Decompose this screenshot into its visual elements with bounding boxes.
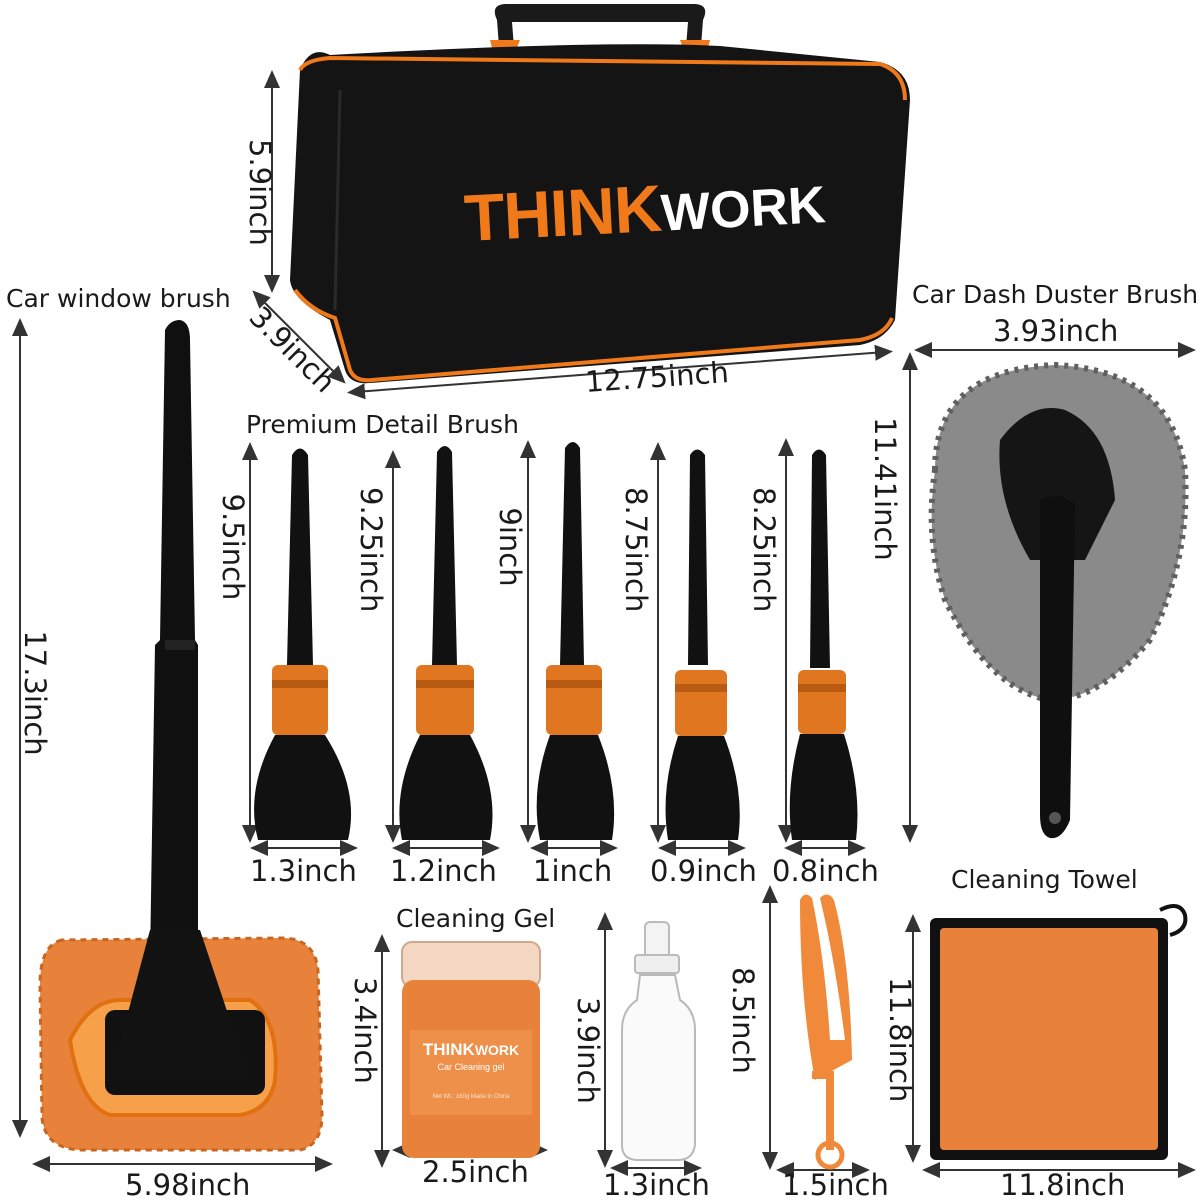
label-cleaning-gel: Cleaning Gel: [396, 904, 556, 933]
gel-jar-brand: THINKWORK: [408, 1040, 534, 1060]
dim-window-brush-height: 17.3inch: [18, 630, 52, 756]
window-brush: [38, 320, 324, 1152]
cleaning-towel: [930, 904, 1188, 1160]
dim-brush-2-height: 9.25inch: [354, 487, 388, 613]
gel-jar-subtitle: Car Cleaning gel: [437, 1062, 505, 1072]
dim-gel-height: 3.4inch: [348, 977, 382, 1084]
dim-duster-height: 11.41inch: [868, 417, 902, 561]
dim-brush-5-height: 8.25inch: [747, 487, 781, 613]
dim-brush-1-width: 1.3inch: [250, 854, 357, 888]
detail-brushes: [254, 442, 858, 840]
dim-window-brush-width: 5.98inch: [125, 1168, 251, 1202]
label-window-brush: Car window brush: [6, 284, 231, 313]
dim-brush-4-height: 8.75inch: [619, 487, 653, 613]
gel-jar-brand-work: WORK: [474, 1042, 520, 1058]
dim-duster-width: 3.93inch: [993, 314, 1119, 348]
gel-jar-brand-think: THINK: [422, 1040, 475, 1059]
logo-think: THINK: [462, 170, 663, 255]
dim-towel-height: 11.8inch: [883, 977, 917, 1103]
dash-duster: [928, 361, 1189, 839]
dimension-lines: [12, 70, 1196, 1178]
dim-blind-brush-height: 8.5inch: [726, 967, 760, 1074]
dim-blind-brush-width: 1.5inch: [782, 1168, 889, 1202]
gel-jar-label: THINKWORK Car Cleaning gel Net Wt.: 160g…: [408, 1040, 534, 1100]
bag-logo: THINKWORK: [462, 160, 847, 280]
dim-brush-2-width: 1.2inch: [390, 854, 497, 888]
spray-bottle: [621, 921, 696, 1161]
blind-brush: [800, 894, 852, 1170]
dim-brush-5-width: 0.8inch: [772, 854, 879, 888]
gel-jar-small-print: Net Wt.: 160g Made in China: [432, 1094, 510, 1100]
dim-bag-height: 5.9inch: [243, 139, 277, 246]
dim-towel-width: 11.8inch: [1000, 1168, 1126, 1202]
dim-gel-width: 2.5inch: [422, 1155, 529, 1189]
label-cleaning-towel: Cleaning Towel: [951, 865, 1138, 894]
dim-bottle-height: 3.9inch: [571, 997, 605, 1104]
dim-bottle-width: 1.3inch: [603, 1168, 710, 1202]
label-dash-duster: Car Dash Duster Brush: [912, 280, 1199, 309]
storage-bag: [290, 4, 910, 384]
dim-brush-4-width: 0.9inch: [650, 854, 757, 888]
label-detail-brush: Premium Detail Brush: [246, 410, 519, 439]
dim-brush-3-width: 1inch: [533, 854, 613, 888]
logo-work: WORK: [659, 176, 828, 243]
dim-brush-1-height: 9.5inch: [216, 493, 250, 601]
dim-brush-3-height: 9inch: [493, 507, 527, 587]
gel-jar: [401, 941, 541, 1158]
